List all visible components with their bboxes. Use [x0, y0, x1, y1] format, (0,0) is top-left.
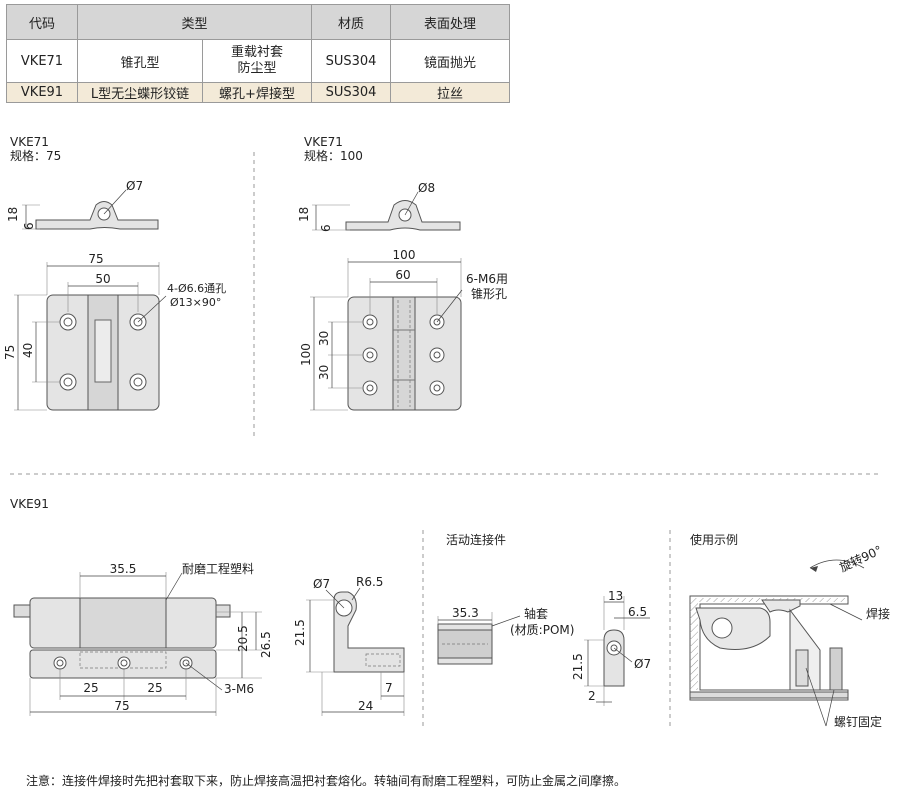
d1-side-h2: 6 [22, 222, 36, 230]
linkage-length: 35.3 [452, 606, 479, 620]
d3-thread: 3-M6 [224, 682, 254, 696]
d3-side-view [306, 587, 405, 716]
cell-finish: 拉丝 [390, 82, 510, 103]
linkage-h: 21.5 [571, 653, 585, 680]
usage-screw: 螺钉固定 [834, 714, 882, 729]
cell-material: SUS304 [311, 82, 391, 103]
header-code: 代码 [6, 4, 78, 40]
cell-finish: 镜面抛光 [390, 39, 510, 83]
usage-weld: 焊接 [866, 606, 890, 621]
header-finish: 表面处理 [390, 4, 510, 40]
spec-table: 代码 类型 材质 表面处理 VKE71 锥孔型 重载衬套防尘型 SUS304 镜… [6, 4, 510, 103]
d3-side-w2: 24 [358, 699, 373, 713]
d3-pitch1: 25 [83, 681, 98, 695]
d1-hole-note2: Ø13×90° [170, 296, 221, 309]
table-row: VKE71 锥孔型 重载衬套防尘型 SUS304 镜面抛光 [6, 39, 510, 83]
linkage-t: 2 [588, 689, 596, 703]
d1-side-h1: 18 [6, 207, 20, 222]
d2-side-h2: 6 [319, 224, 333, 232]
d1-width-inner: 50 [95, 272, 110, 286]
d3-radius: R6.5 [356, 575, 383, 589]
d3-pitch2: 25 [147, 681, 162, 695]
d1-width-total: 75 [88, 252, 103, 266]
d1-spec: 规格：75 [10, 148, 61, 163]
d3-model: VKE91 [10, 497, 49, 511]
linkage-sleeve: 轴套 [524, 606, 548, 621]
d3-top-width: 35.5 [110, 562, 137, 576]
linkage-sleeve-view [437, 612, 521, 665]
d3-width-total: 75 [114, 699, 129, 713]
linkage-d1: 13 [608, 589, 623, 603]
d3-side-hole: Ø7 [313, 577, 330, 591]
d1-height-total: 75 [3, 345, 17, 360]
d1-side-hole: Ø7 [126, 179, 143, 193]
d2-front-view [310, 258, 463, 411]
d1-hole-note1: 4-Ø6.6通孔 [167, 282, 226, 295]
d3-side-h: 21.5 [293, 619, 307, 646]
cell-type-a: L型无尘蝶形铰链 [77, 82, 203, 103]
d3-h-inner: 20.5 [236, 625, 250, 652]
d3-h-total: 26.5 [259, 631, 273, 658]
cell-type-a: 锥孔型 [77, 39, 203, 83]
d1-model: VKE71 [10, 135, 49, 149]
d3-plastic-note: 耐磨工程塑料 [182, 561, 254, 576]
d3-side-w1: 7 [385, 681, 393, 695]
usage-rotate: 旋转90° [837, 542, 884, 575]
linkage-title: 活动连接件 [446, 532, 506, 547]
footnote: 注意：连接件焊接时先把衬套取下来，防止焊接高温把衬套熔化。转轴间有耐磨工程塑料，… [26, 774, 627, 788]
d2-width-inner: 60 [395, 268, 410, 282]
d2-height-total: 100 [299, 343, 313, 366]
cell-type-b: 螺孔+焊接型 [202, 82, 312, 103]
linkage-sleeve-material: (材质:POM) [510, 623, 574, 637]
d1-height-inner: 40 [21, 343, 35, 358]
usage-title: 使用示例 [690, 532, 738, 547]
linkage-side-view [584, 596, 650, 706]
d2-pitch1: 30 [317, 331, 331, 346]
d2-model: VKE71 [304, 135, 343, 149]
d2-spec: 规格：100 [304, 148, 363, 163]
linkage-d2: 6.5 [628, 605, 647, 619]
d2-side-hole: Ø8 [418, 181, 435, 195]
d2-hole-note2: 锥形孔 [471, 287, 507, 301]
d1-side-view [22, 189, 159, 230]
d3-front-view [13, 572, 262, 716]
cell-code: VKE91 [6, 82, 78, 103]
cell-code: VKE71 [6, 39, 78, 83]
cell-material: SUS304 [311, 39, 391, 83]
d2-hole-note1: 6-M6用 [466, 272, 508, 286]
d2-width-total: 100 [393, 248, 416, 262]
cell-type-b: 重载衬套防尘型 [202, 39, 312, 83]
d2-pitch2: 30 [317, 365, 331, 380]
usage-illustration [689, 559, 865, 727]
d1-front-view [14, 262, 167, 411]
linkage-hole: Ø7 [634, 657, 651, 671]
d2-side-view [312, 191, 461, 231]
table-row: VKE91 L型无尘蝶形铰链 螺孔+焊接型 SUS304 拉丝 [6, 82, 510, 103]
d2-side-h1: 18 [297, 207, 311, 222]
